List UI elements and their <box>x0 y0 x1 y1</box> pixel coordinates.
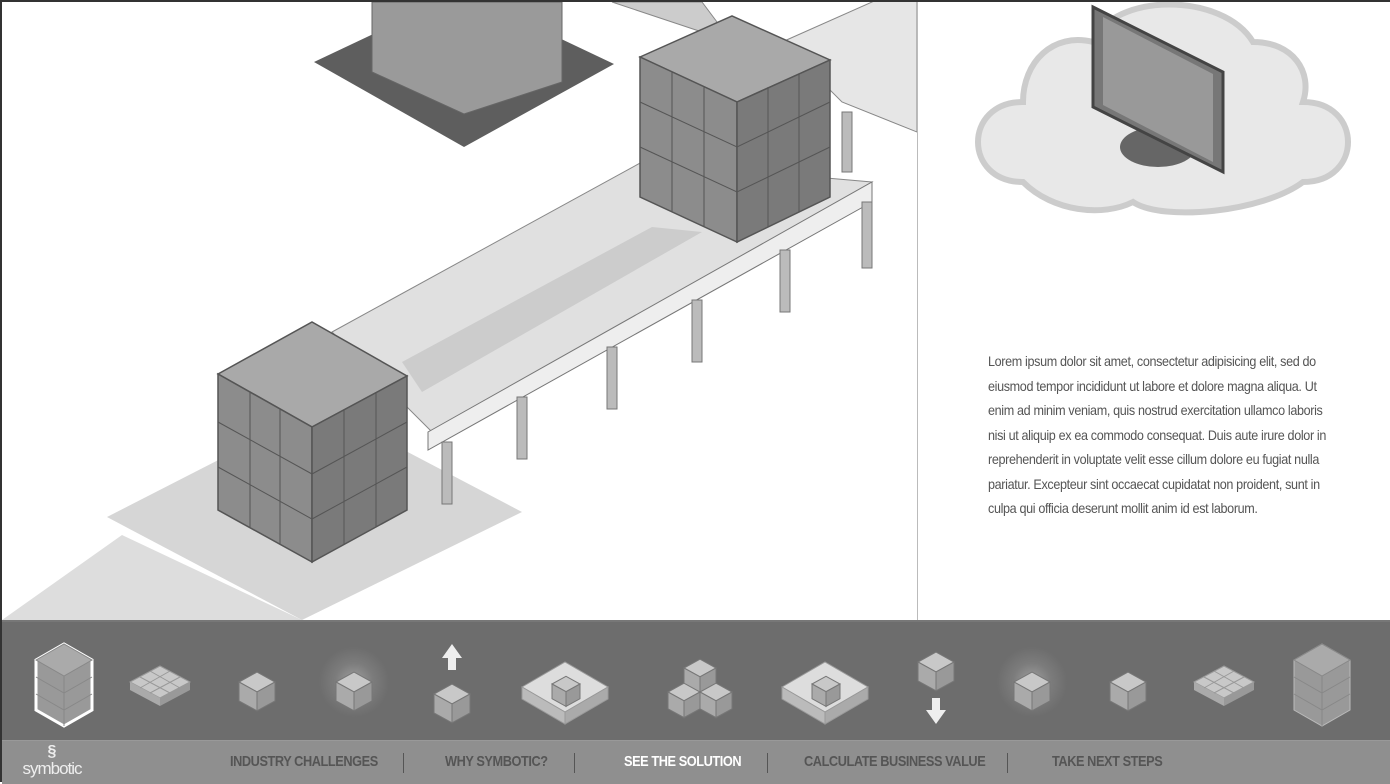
layer-icon <box>128 665 192 706</box>
step-10-case-highlight-icon[interactable] <box>992 632 1072 732</box>
layer-icon <box>1192 665 1256 706</box>
step-2-layer-icon[interactable] <box>120 632 200 732</box>
case-icon <box>1108 671 1148 712</box>
symbotic-logo[interactable]: § symbotic <box>16 743 88 783</box>
step-6-bot-icon[interactable] <box>520 632 615 732</box>
pallet-icon <box>1292 643 1352 727</box>
step-4-case-highlight-icon[interactable] <box>314 632 394 732</box>
nav-see-the-solution[interactable]: SEE THE SOLUTION <box>624 753 742 770</box>
cloud-monitor-icon <box>975 2 1351 216</box>
step-11-case-icon[interactable] <box>1088 632 1168 732</box>
warehouse-illustration <box>2 0 918 620</box>
case-group-icon <box>666 658 734 719</box>
pallet-icon <box>34 642 94 728</box>
bottom-nav: § symbotic INDUSTRY CHALLENGES WHY SYMBO… <box>2 740 1390 784</box>
nav-industry-challenges[interactable]: INDUSTRY CHALLENGES <box>230 753 378 770</box>
nav-take-next-steps[interactable]: TAKE NEXT STEPS <box>1052 753 1163 770</box>
step-8-bot-icon[interactable] <box>780 632 875 732</box>
nav-why-symbotic[interactable]: WHY SYMBOTIC? <box>445 753 548 770</box>
step-3-case-icon[interactable] <box>217 632 297 732</box>
step-7-case-group-icon[interactable] <box>660 632 740 732</box>
info-panel: Lorem ipsum dolor sit amet, consectetur … <box>918 2 1390 620</box>
step-9-case-lift-down-icon[interactable] <box>896 632 976 732</box>
bot-icon <box>781 661 869 725</box>
logo-s-icon: § <box>47 743 57 760</box>
nav-separator <box>403 753 404 773</box>
step-12-layer-icon[interactable] <box>1184 632 1264 732</box>
nav-calculate-business-value[interactable]: CALCULATE BUSINESS VALUE <box>804 753 986 770</box>
process-steps-strip <box>2 620 1390 740</box>
nav-separator <box>1007 753 1008 773</box>
case-highlight-icon <box>334 671 374 712</box>
step-13-pallet-icon[interactable] <box>1282 632 1362 732</box>
nav-separator <box>767 753 768 773</box>
step-5-case-lift-up-icon[interactable] <box>412 632 492 732</box>
nav-separator <box>574 753 575 773</box>
step-1-pallet-icon[interactable] <box>24 632 104 732</box>
logo-text: symbotic <box>22 759 82 778</box>
case-lift-down-icon <box>916 651 956 724</box>
description-text: Lorem ipsum dolor sit amet, consectetur … <box>988 353 1327 516</box>
bot-icon <box>521 661 609 725</box>
case-lift-up-icon <box>432 644 472 724</box>
case-icon <box>237 671 277 712</box>
panel-divider <box>917 2 918 620</box>
case-highlight-icon <box>1012 671 1052 712</box>
